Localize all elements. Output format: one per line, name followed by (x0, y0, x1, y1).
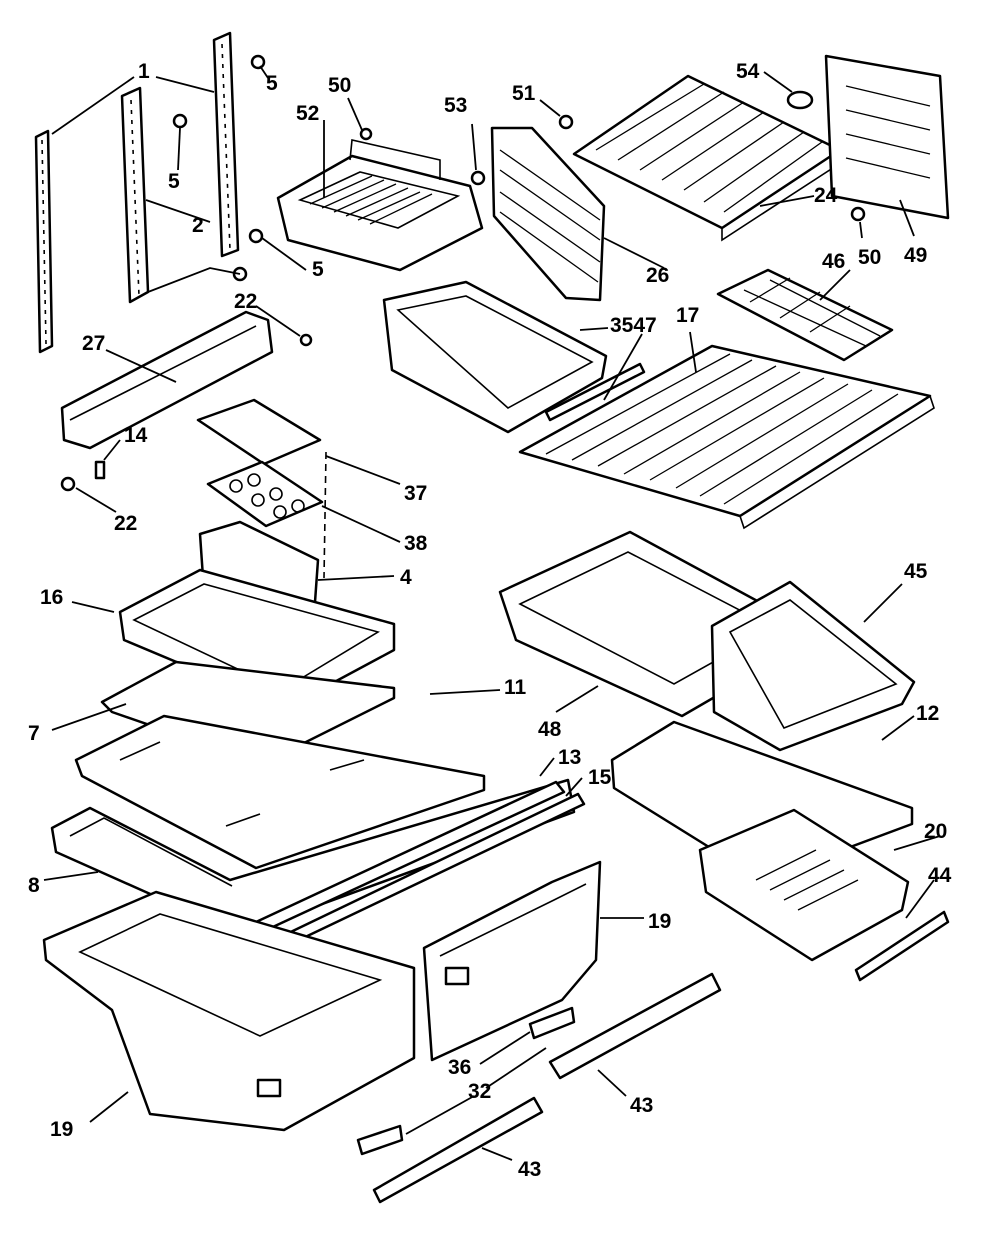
crisper-drawer-19-left (42, 890, 416, 1132)
callout-32: 32 (468, 1080, 491, 1103)
callout-46: 46 (822, 250, 845, 273)
callout-5: 5 (168, 170, 180, 193)
callout-1: 1 (138, 60, 150, 83)
callout-20: 20 (924, 820, 947, 843)
slide-36 (528, 1006, 576, 1040)
rail-44 (854, 910, 950, 982)
screw-22-bottom (60, 476, 76, 492)
callout-50: 50 (328, 74, 351, 97)
screw-5-low-a (248, 228, 264, 244)
callout-37: 37 (404, 482, 427, 505)
callout-45: 45 (904, 560, 928, 583)
screw-50-bracket (850, 206, 866, 222)
callout-7: 7 (28, 722, 40, 745)
callout-3547: 3547 (610, 314, 657, 337)
glass-shelf-45 (710, 580, 916, 752)
callout-43: 43 (630, 1094, 653, 1117)
callout-15: 15 (588, 766, 612, 789)
callout-36: 36 (448, 1056, 471, 1079)
callout-51: 51 (512, 82, 536, 105)
callout-44: 44 (928, 864, 952, 887)
screw-51 (558, 114, 574, 130)
wire-basket-52 (276, 139, 484, 272)
callout-12: 12 (916, 702, 939, 725)
callout-53: 53 (444, 94, 467, 117)
screw-5-top (250, 54, 266, 70)
callout-14: 14 (124, 424, 148, 447)
callout-17: 17 (676, 304, 699, 327)
screw-53 (470, 170, 486, 186)
frame-7 (100, 660, 396, 766)
callout-5: 5 (266, 72, 278, 95)
bottle-rack-46 (716, 268, 894, 362)
glass-shelf-16 (118, 568, 396, 710)
callout-13: 13 (558, 746, 581, 769)
callout-26: 26 (646, 264, 669, 287)
clip-54 (786, 90, 814, 110)
callout-27: 27 (82, 332, 105, 355)
callout-16: 16 (40, 586, 63, 609)
screw-22-top (299, 333, 313, 347)
callout-24: 24 (814, 184, 838, 207)
clip-14 (94, 460, 106, 480)
callout-19: 19 (648, 910, 671, 933)
shelf-bracket-49 (824, 54, 950, 220)
callout-43: 43 (518, 1158, 541, 1181)
rail-47 (544, 362, 646, 422)
callout-19: 19 (50, 1118, 73, 1141)
egg-tray-38 (206, 460, 324, 528)
callout-5: 5 (312, 258, 324, 281)
cover-37 (196, 398, 322, 466)
callout-22: 22 (234, 290, 257, 313)
callout-4: 4 (400, 566, 412, 589)
screw-5-mid (172, 113, 188, 129)
leader-lines (43, 65, 941, 1161)
callout-11: 11 (504, 676, 527, 699)
callout-2: 2 (192, 214, 204, 237)
callout-54: 54 (736, 60, 760, 83)
trim-27 (60, 310, 274, 450)
meat-drawer-20 (698, 808, 910, 962)
callout-49: 49 (904, 244, 927, 267)
callout-22: 22 (114, 512, 137, 535)
screw-50-basket (359, 127, 373, 141)
callout-38: 38 (404, 532, 428, 555)
pan-35 (382, 280, 608, 434)
callout-52: 52 (296, 102, 319, 125)
glass-panel-11 (74, 714, 486, 870)
rail-right (212, 31, 240, 258)
callout-50: 50 (858, 246, 881, 269)
rail-center (120, 86, 150, 304)
wire-shelf-17 (518, 344, 935, 530)
handle-43-right (548, 972, 722, 1080)
slide-32 (356, 1124, 404, 1156)
callout-48: 48 (538, 718, 562, 741)
door-rack-26 (490, 126, 606, 302)
rail-left (34, 129, 54, 354)
callout-8: 8 (28, 874, 40, 897)
handle-43-bottom (372, 1096, 544, 1204)
crisper-drawer-19-right (422, 860, 602, 1062)
